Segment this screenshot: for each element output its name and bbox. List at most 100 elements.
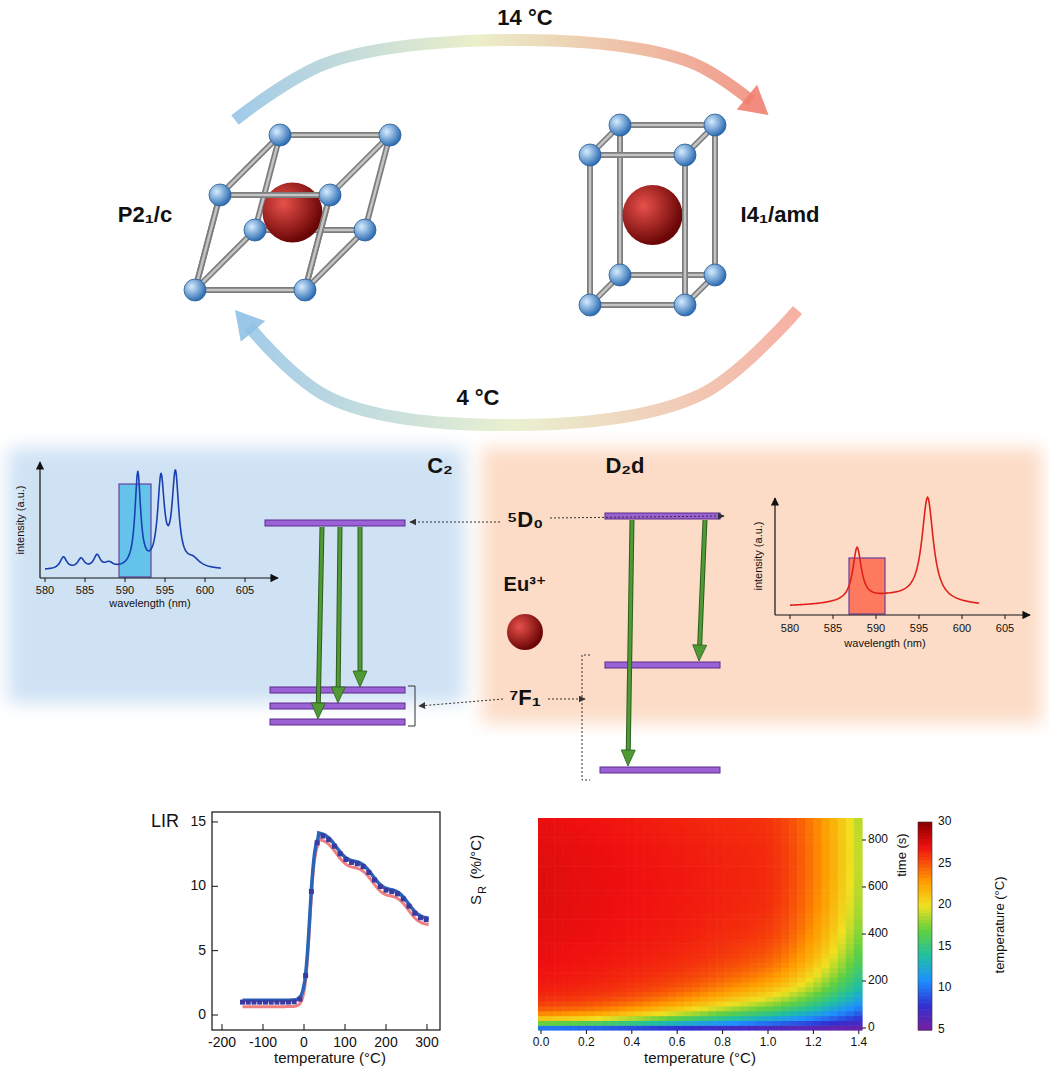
heat-cell	[619, 914, 628, 919]
heat-cell	[570, 828, 579, 833]
heat-cell	[854, 861, 863, 866]
heat-cell	[700, 919, 709, 924]
heat-cell	[781, 881, 790, 886]
cell-edge-highlight	[590, 304, 685, 307]
heat-cell	[741, 972, 750, 977]
heat-cell	[773, 972, 782, 977]
heat-cell	[716, 1020, 725, 1025]
heat-cell	[732, 847, 741, 852]
heat-cell	[749, 958, 758, 963]
heat-cell	[603, 948, 612, 953]
heat-cell	[643, 1025, 652, 1030]
heat-cell	[692, 1016, 701, 1021]
heat-cell	[741, 914, 750, 919]
heat-cell	[846, 943, 855, 948]
heat-cell	[668, 914, 677, 919]
heat-cell	[813, 818, 822, 823]
heat-cell	[765, 895, 774, 900]
heat-cell	[732, 943, 741, 948]
heat-cell	[676, 982, 685, 987]
heat-cell	[570, 823, 579, 828]
heat-cell	[813, 953, 822, 958]
heat-cell	[627, 905, 636, 910]
heat-cell	[595, 987, 604, 992]
cell-edge	[682, 155, 688, 305]
heat-cell	[562, 905, 571, 910]
heat-cell	[838, 948, 847, 953]
heat-cell	[797, 972, 806, 977]
heat-cell	[668, 900, 677, 905]
heat-cell	[732, 852, 741, 857]
heat-cell	[660, 972, 669, 977]
heat-cell	[854, 948, 863, 953]
heat-cell	[611, 842, 620, 847]
heat-cell	[579, 1001, 588, 1006]
heat-cell	[797, 1016, 806, 1021]
heat-cell	[732, 929, 741, 934]
heat-cell	[846, 1020, 855, 1025]
heat-cell	[716, 982, 725, 987]
heat-cell	[611, 996, 620, 1001]
heat-cell	[846, 929, 855, 934]
heat-cell	[643, 871, 652, 876]
heat-cell	[562, 857, 571, 862]
heat-cell	[724, 991, 733, 996]
heat-cell	[789, 871, 798, 876]
heat-cell	[635, 914, 644, 919]
heat-cell	[830, 847, 839, 852]
heat-cell	[570, 914, 579, 919]
heat-cell	[716, 881, 725, 886]
heat-cell	[538, 967, 547, 972]
transition-arrow	[311, 527, 325, 719]
color-bar-step	[918, 978, 932, 982]
heat-cell	[773, 890, 782, 895]
heat-cell	[749, 857, 758, 862]
heat-cell	[789, 914, 798, 919]
heat-cell	[603, 842, 612, 847]
heat-cell	[846, 823, 855, 828]
transition-shaft	[358, 527, 363, 673]
heat-cell	[838, 895, 847, 900]
heat-cell	[773, 885, 782, 890]
heat-cell	[570, 910, 579, 915]
heat-cell	[603, 914, 612, 919]
heat-cell	[732, 837, 741, 842]
heat-cell	[595, 977, 604, 982]
heat-cell	[570, 958, 579, 963]
heat-cell	[757, 987, 766, 992]
heat-cell	[554, 1001, 563, 1006]
heat-cell	[732, 890, 741, 895]
heat-cell	[587, 881, 596, 886]
heat-cell	[554, 847, 563, 852]
heat-cell	[838, 1011, 847, 1016]
heat-cell	[797, 948, 806, 953]
heat-cell	[741, 948, 750, 953]
heat-cell	[838, 866, 847, 871]
heat-cell	[773, 987, 782, 992]
heat-cell	[603, 938, 612, 943]
heat-cell	[562, 818, 571, 823]
heat-cell	[587, 832, 596, 837]
heat-cell	[692, 842, 701, 847]
x-axis	[40, 577, 278, 578]
heat-cell	[749, 861, 758, 866]
heat-cell	[716, 857, 725, 862]
cell-edge	[220, 192, 330, 198]
heat-cell	[619, 948, 628, 953]
heat-cell	[562, 847, 571, 852]
heat-cell	[749, 987, 758, 992]
color-bar-step	[918, 1023, 932, 1027]
color-bar-step	[918, 981, 932, 985]
heat-cell	[684, 905, 693, 910]
transition-shaft-fill	[628, 520, 632, 752]
cell-edge	[587, 155, 593, 305]
heat-cell	[651, 982, 660, 987]
heat-cell	[789, 837, 798, 842]
heat-cell	[692, 958, 701, 963]
heat-cell	[546, 1020, 555, 1025]
heat-cell	[611, 929, 620, 934]
heat-cell	[805, 991, 814, 996]
heat-cell	[676, 914, 685, 919]
heat-cell	[579, 943, 588, 948]
heat-cell	[651, 881, 660, 886]
